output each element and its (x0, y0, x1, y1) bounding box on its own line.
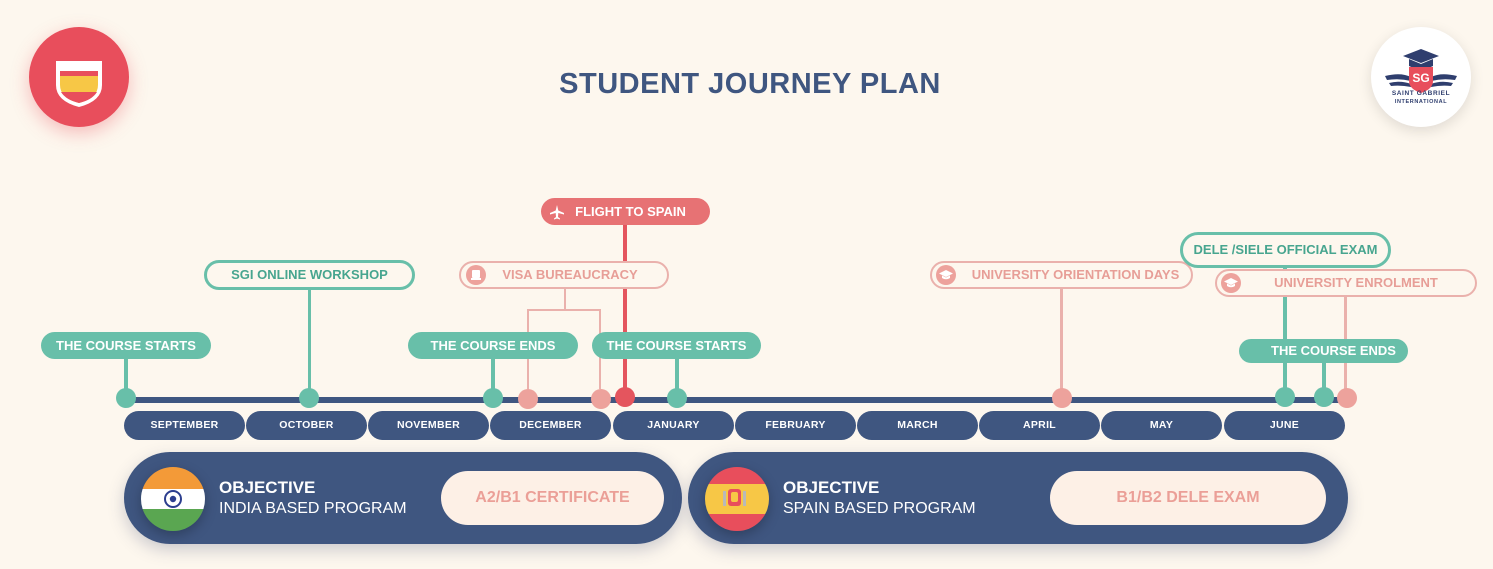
dot-course-starts-1 (116, 388, 136, 408)
dot-visa-2 (591, 389, 611, 409)
connector-course-starts-1 (124, 356, 128, 398)
month-september: SEPTEMBER (124, 411, 245, 440)
event-flight-to-spain-label: FLIGHT TO SPAIN (575, 204, 686, 219)
graduation-cap-icon (1385, 49, 1457, 93)
objective-spain-label: OBJECTIVE (783, 478, 880, 497)
month-may: MAY (1101, 411, 1222, 440)
airplane-icon (547, 202, 567, 222)
objective-india-label: OBJECTIVE (219, 478, 316, 497)
month-january: JANUARY (613, 411, 734, 440)
dot-enrolment (1337, 388, 1357, 408)
connector-course-ends-1 (491, 356, 495, 398)
spain-shield-logo (29, 27, 129, 127)
dot-course-ends-1 (483, 388, 503, 408)
graduation-icon (936, 265, 956, 285)
event-official-exam: DELE /SIELE OFFICIAL EXAM (1180, 232, 1391, 268)
event-visa-bureaucracy: VISA BUREAUCRACY (459, 261, 669, 289)
month-march: MARCH (857, 411, 978, 440)
shield-icon (56, 61, 102, 107)
brand-initials: SG (1412, 71, 1430, 85)
month-june: JUNE (1224, 411, 1345, 440)
event-course-ends-1: THE COURSE ENDS (408, 332, 578, 359)
dot-course-ends-2 (1314, 387, 1334, 407)
objective-india-panel: OBJECTIVE INDIA BASED PROGRAM A2/B1 CERT… (124, 452, 682, 544)
connector-visa-stem (564, 288, 566, 310)
month-april: APRIL (979, 411, 1100, 440)
objective-india-certificate: A2/B1 CERTIFICATE (441, 471, 664, 525)
page-title: STUDENT JOURNEY PLAN (559, 68, 941, 100)
connector-course-starts-2 (675, 356, 679, 398)
objective-spain-certificate: B1/B2 DELE EXAM (1050, 471, 1326, 525)
objective-spain-program: SPAIN BASED PROGRAM (783, 500, 976, 517)
month-october: OCTOBER (246, 411, 367, 440)
dot-course-starts-2 (667, 388, 687, 408)
event-visa-bureaucracy-label: VISA BUREAUCRACY (502, 267, 638, 282)
timeline-axis (124, 397, 1348, 403)
event-university-enrolment-label: UNIVERSITY ENROLMENT (1274, 275, 1438, 290)
saint-gabriel-logo: SG SAINT GABRIEL INTERNATIONAL (1371, 27, 1471, 127)
connector-orientation (1060, 288, 1063, 398)
objective-india-program: INDIA BASED PROGRAM (219, 500, 407, 517)
dot-exam (1275, 387, 1295, 407)
event-course-ends-2: THE COURSE ENDS (1239, 339, 1408, 363)
connector-visa-branch (527, 309, 601, 311)
event-flight-to-spain: FLIGHT TO SPAIN (541, 198, 710, 225)
event-university-orientation-label: UNIVERSITY ORIENTATION DAYS (971, 267, 1180, 282)
event-online-workshop: SGI ONLINE WORKSHOP (204, 260, 415, 290)
event-university-enrolment: UNIVERSITY ENROLMENT (1215, 269, 1477, 297)
objective-spain-panel: OBJECTIVE SPAIN BASED PROGRAM B1/B2 DELE… (688, 452, 1348, 544)
graduation-icon (1221, 273, 1241, 293)
visa-stamp-icon (466, 265, 486, 285)
connector-exam (1283, 266, 1287, 398)
month-december: DECEMBER (490, 411, 611, 440)
brand-name: SAINT GABRIEL (1391, 90, 1451, 97)
dot-flight (615, 387, 635, 407)
event-course-starts-2: THE COURSE STARTS (592, 332, 761, 359)
dot-orientation (1052, 388, 1072, 408)
event-university-orientation: UNIVERSITY ORIENTATION DAYS (930, 261, 1193, 289)
dot-online-workshop (299, 388, 319, 408)
dot-visa-1 (518, 389, 538, 409)
event-course-starts-1: THE COURSE STARTS (41, 332, 211, 359)
connector-flight (623, 224, 627, 392)
connector-online-workshop (308, 288, 311, 398)
brand-subtitle: INTERNATIONAL (1394, 99, 1448, 105)
spain-flag-icon (705, 467, 769, 531)
month-february: FEBRUARY (735, 411, 856, 440)
month-november: NOVEMBER (368, 411, 489, 440)
connector-course-ends-2 (1322, 360, 1326, 398)
india-flag-icon (141, 467, 205, 531)
